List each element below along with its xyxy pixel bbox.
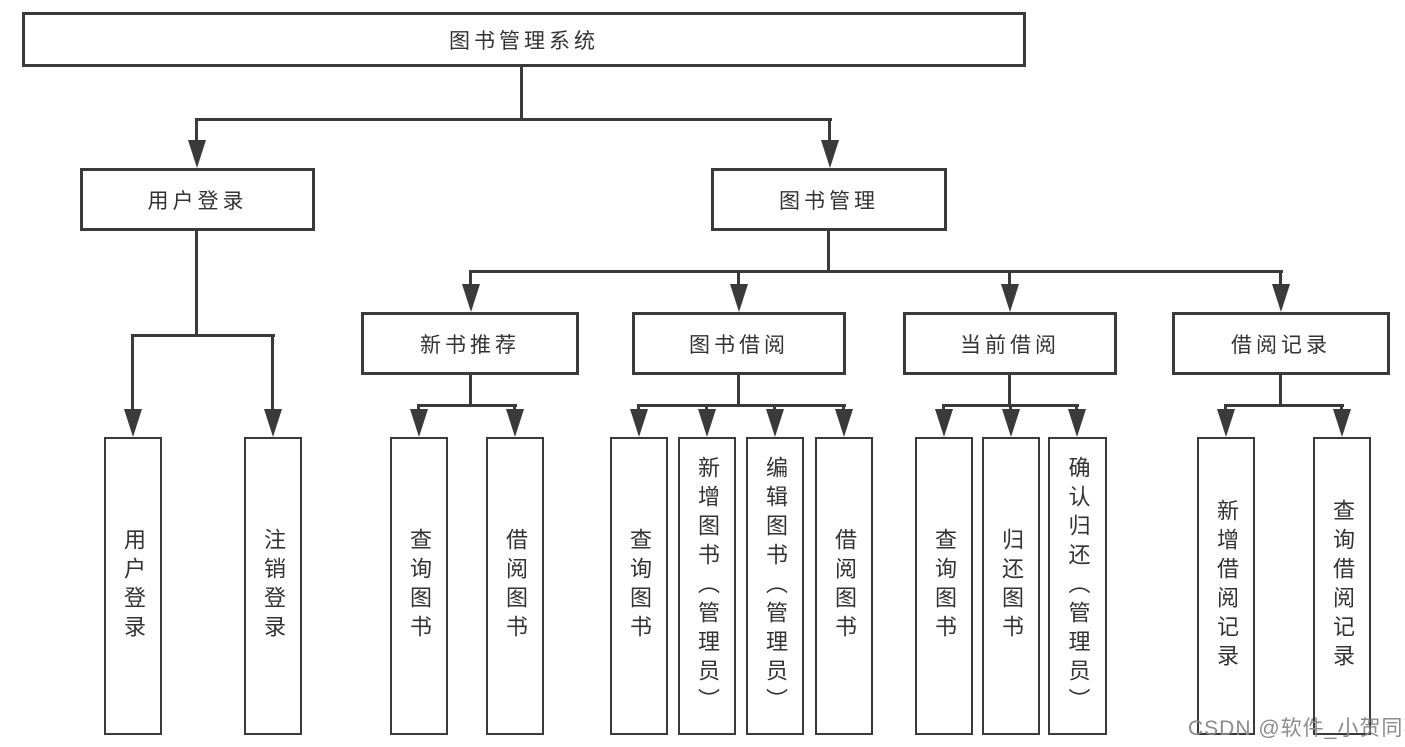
node-label: 图书借阅 — [689, 333, 789, 357]
connector-line — [737, 270, 740, 286]
connector-line — [828, 118, 831, 143]
arrow-down-icon — [630, 409, 648, 437]
node-borrowing-records: 借阅记录 — [1172, 312, 1390, 375]
connector-line — [469, 270, 472, 286]
node-library-management-system: 图书管理系统 — [22, 12, 1026, 67]
leaf-query-books-current: 查询图书 — [915, 437, 973, 735]
leaf-label: 确认归还（管理员） — [1065, 455, 1091, 717]
node-book-management: 图书管理 — [711, 168, 947, 231]
leaf-label: 编辑图书（管理员） — [763, 455, 788, 717]
arrow-down-icon — [462, 284, 480, 312]
connector-line — [827, 231, 830, 273]
leaf-label: 新增图书（管理员） — [695, 455, 720, 717]
leaf-logout-login: 注销登录 — [244, 437, 302, 735]
connector-line — [1009, 404, 1012, 412]
leaf-user-login: 用户登录 — [104, 437, 162, 735]
leaf-label: 查询图书 — [627, 528, 652, 644]
arrow-down-icon — [835, 409, 853, 437]
leaf-label: 归还图书 — [999, 528, 1024, 644]
connector-line — [131, 334, 134, 411]
arrow-down-icon — [935, 409, 953, 437]
leaf-add-borrow-record: 新增借阅记录 — [1197, 437, 1255, 735]
leaf-label: 查询图书 — [932, 528, 957, 644]
arrow-down-icon — [730, 284, 748, 312]
node-label: 用户登录 — [147, 189, 248, 213]
connector-line — [469, 270, 1283, 273]
leaf-label: 新增借阅记录 — [1214, 499, 1239, 673]
leaf-label: 借阅图书 — [832, 528, 857, 644]
arrow-down-icon — [1272, 284, 1290, 312]
leaf-query-borrow-record: 查询借阅记录 — [1313, 437, 1371, 735]
arrow-down-icon — [1068, 409, 1086, 437]
leaf-borrow-books-recommend: 借阅图书 — [486, 437, 544, 735]
node-label: 当前借阅 — [960, 333, 1060, 357]
arrow-down-icon — [1002, 409, 1020, 437]
connector-line — [520, 67, 523, 121]
connector-line — [942, 404, 945, 412]
node-label: 新书推荐 — [420, 333, 520, 357]
leaf-label: 用户登录 — [121, 528, 146, 644]
node-label: 借阅记录 — [1231, 333, 1331, 357]
arrow-down-icon — [1001, 284, 1019, 312]
connector-line — [271, 334, 274, 411]
connector-line — [131, 334, 275, 337]
connector-line — [842, 404, 845, 412]
connector-line — [1224, 404, 1227, 412]
leaf-label: 借阅图书 — [503, 528, 528, 644]
connector-line — [417, 404, 517, 407]
connector-line — [195, 118, 198, 143]
connector-line — [705, 404, 708, 412]
connector-line — [195, 231, 198, 337]
connector-line — [469, 375, 472, 407]
node-label: 图书管理 — [779, 189, 879, 213]
arrow-down-icon — [698, 409, 716, 437]
connector-line — [1340, 404, 1343, 412]
node-label: 图书管理系统 — [449, 29, 599, 53]
leaf-return-books: 归还图书 — [982, 437, 1040, 735]
node-new-book-recommendation: 新书推荐 — [361, 312, 579, 375]
arrow-down-icon — [821, 140, 839, 168]
arrow-down-icon — [264, 409, 282, 437]
node-user-login: 用户登录 — [80, 168, 315, 231]
connector-line — [1279, 270, 1282, 286]
arrow-down-icon — [766, 409, 784, 437]
node-book-borrowing: 图书借阅 — [632, 312, 846, 375]
leaf-borrow-books: 借阅图书 — [815, 437, 873, 735]
arrow-down-icon — [188, 140, 206, 168]
connector-line — [773, 404, 776, 412]
leaf-label: 查询借阅记录 — [1330, 499, 1355, 673]
leaf-confirm-return-admin: 确认归还（管理员） — [1048, 437, 1107, 735]
leaf-label: 查询图书 — [407, 528, 432, 644]
arrow-down-icon — [1333, 409, 1351, 437]
connector-line — [195, 118, 832, 121]
connector-line — [1008, 270, 1011, 286]
leaf-query-books-recommend: 查询图书 — [390, 437, 448, 735]
connector-line — [417, 404, 420, 412]
arrow-down-icon — [1217, 409, 1235, 437]
leaf-query-books-borrowing: 查询图书 — [610, 437, 668, 735]
watermark: CSDN @软件_小贺同学 — [1188, 717, 1405, 740]
connector-line — [513, 404, 516, 412]
arrow-down-icon — [124, 409, 142, 437]
connector-line — [637, 404, 640, 412]
connector-line — [1075, 404, 1078, 412]
arrow-down-icon — [506, 409, 524, 437]
arrow-down-icon — [410, 409, 428, 437]
connector-line — [737, 375, 740, 407]
leaf-add-books-admin: 新增图书（管理员） — [678, 437, 736, 735]
leaf-edit-books-admin: 编辑图书（管理员） — [746, 437, 804, 735]
connector-line — [1008, 375, 1011, 407]
leaf-label: 注销登录 — [261, 528, 286, 644]
connector-line — [1224, 404, 1344, 407]
node-current-borrowing: 当前借阅 — [903, 312, 1117, 375]
connector-line — [637, 404, 846, 407]
connector-line — [1279, 375, 1282, 407]
